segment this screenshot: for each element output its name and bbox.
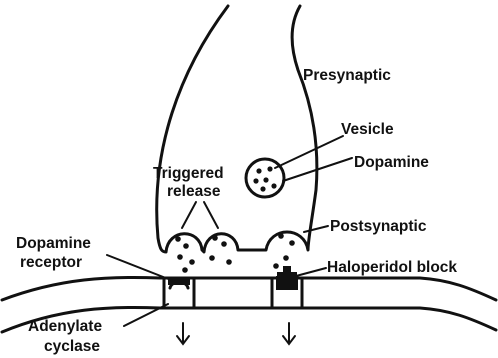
triggered-release-label-line1: Triggered [153, 165, 224, 182]
postsynaptic-label: Postsynaptic [330, 218, 427, 235]
presynaptic-label: Presynaptic [303, 67, 391, 84]
haloperidol-block-label: Haloperidol block [327, 259, 457, 276]
dopamine-receptor-label-line2: receptor [20, 254, 82, 271]
vesicle-label: Vesicle [341, 121, 394, 138]
dopamine-receptor-label-line1: Dopamine [16, 235, 91, 252]
triggered-release-label-line2: release [167, 183, 221, 200]
dopamine-label: Dopamine [354, 154, 429, 171]
adenylate-cyclase-label-line2: cyclase [44, 338, 100, 355]
vesicle-dopamine-dots [253, 166, 276, 191]
presynaptic-terminal-outline [157, 6, 317, 252]
down-arrow-right-icon [283, 323, 295, 344]
down-arrow-left-icon [177, 323, 189, 344]
postsynaptic-membrane-upper [2, 277, 496, 300]
adenylate-cyclase-label-line1: Adenylate [28, 318, 102, 335]
leader-lines [107, 136, 352, 326]
